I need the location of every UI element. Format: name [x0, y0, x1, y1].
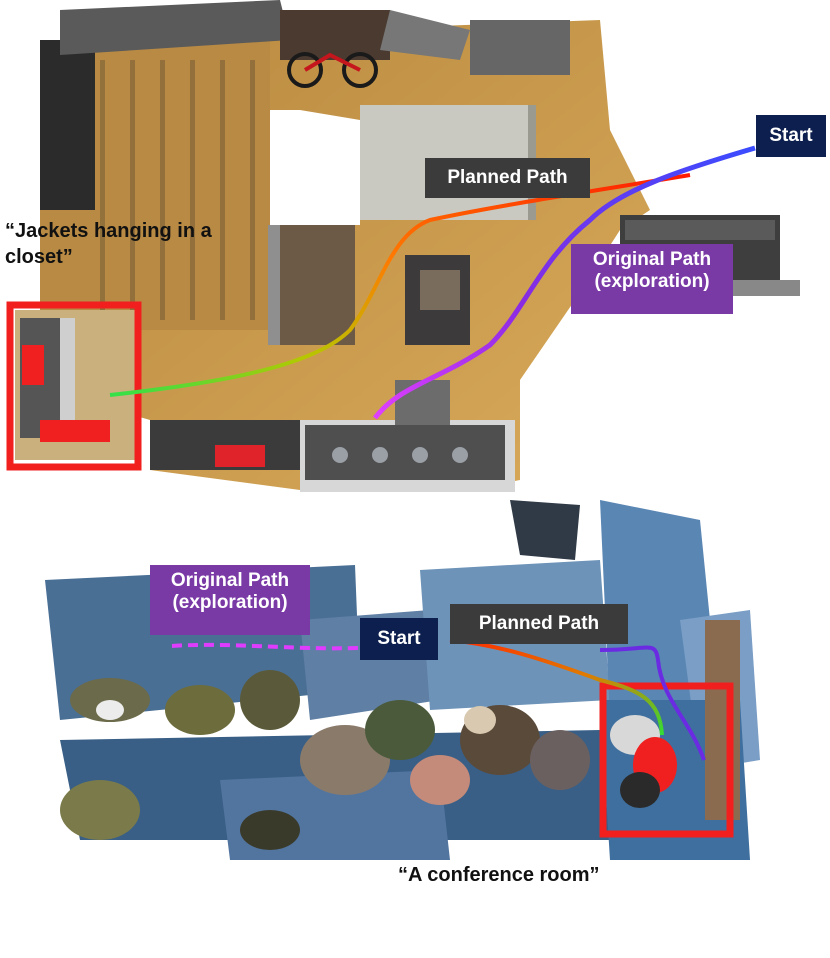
bottom-original-path-label-line2: (exploration)	[172, 591, 288, 613]
bottom-planned-path	[449, 638, 664, 736]
top-original-path-label-line1: Original Path	[592, 249, 712, 270]
top-query-caption: “Jackets hanging in a closet”	[5, 220, 212, 268]
bottom-scene-pointcloud	[45, 500, 760, 860]
top-planned-path-label: Planned Path	[425, 158, 590, 198]
bottom-query-caption: “A conference room”	[398, 864, 600, 886]
top-target-box	[6, 301, 142, 471]
bottom-planned-path-label: Planned Path	[450, 604, 628, 644]
top-start-label: Start	[756, 115, 826, 157]
bottom-original-path-label-line1: Original Path	[170, 570, 290, 591]
top-original-path	[373, 145, 756, 420]
bottom-original-path-label: Original Path (exploration)	[150, 565, 310, 635]
bottom-original-path-left	[171, 642, 361, 651]
bottom-start-label: Start	[360, 618, 438, 660]
top-original-path-label: Original Path (exploration)	[571, 244, 733, 314]
bottom-original-path-right	[599, 645, 706, 761]
top-original-path-label-line2: (exploration)	[594, 270, 710, 292]
